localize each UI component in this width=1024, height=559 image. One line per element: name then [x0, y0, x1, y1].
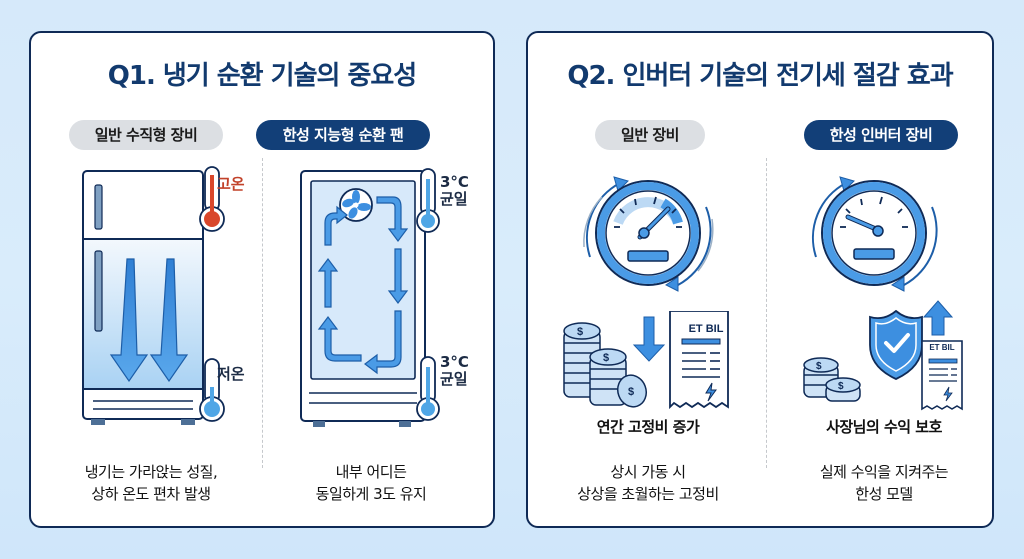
down-arrow-icon: [149, 258, 189, 383]
q2-left-caption: 연간 고정비 증가: [596, 418, 700, 436]
shield-check-icon: [869, 309, 923, 380]
desc-line: 상시 가동 시: [610, 463, 686, 481]
coin-stack-icon: $ $: [803, 357, 861, 402]
column-divider: [766, 158, 767, 468]
cold-thermometer-icon: [199, 358, 225, 422]
svg-text:$: $: [577, 326, 583, 338]
q2-title: Q2. 인버터 기술의 전기세 절감 효과: [567, 61, 953, 91]
q2-left-description: 상시 가동 시 상상을 초월하는 고정비: [538, 461, 758, 505]
top-temp-value: 3°C: [440, 173, 469, 191]
electric-bill-icon: [921, 340, 963, 411]
svg-text:$: $: [838, 381, 844, 392]
pill-hansung-inverter: 한성 인버터 장비: [804, 120, 958, 150]
pill-standard-vertical: 일반 수직형 장비: [69, 120, 223, 150]
q2-card: Q2. 인버터 기술의 전기세 절감 효과 일반 장비 한성 인버터 장비: [526, 31, 994, 528]
q1-card: Q1. 냉기 순환 기술의 중요성 일반 수직형 장비 한성 지능형 순환 팬: [29, 31, 495, 528]
desc-line: 냉기는 가라앉는 성질,: [84, 463, 218, 481]
bill-header-text: ET BIL: [688, 323, 724, 335]
top-temp-label: 3°C 균일: [440, 174, 469, 208]
desc-line: 상하 온도 편차 발생: [91, 485, 211, 503]
down-arrow-icon: [109, 258, 149, 383]
profit-protection-illustration: $ $: [803, 300, 963, 411]
bottom-temp-label: 3°C 균일: [440, 354, 469, 388]
svg-text:$: $: [603, 352, 609, 364]
fan-circulation-fridge-illustration: [300, 168, 440, 427]
desc-line: 상상을 초월하는 고정비: [577, 485, 719, 503]
desc-line: 동일하게 3도 유지: [315, 485, 427, 503]
high-speed-gauge-icon: [583, 176, 714, 292]
svg-text:$: $: [816, 361, 822, 372]
hot-label: 고온: [217, 175, 245, 193]
electric-bill-icon: [669, 311, 729, 410]
pill-standard-equipment: 일반 장비: [595, 120, 705, 150]
bottom-temp-value: 3°C: [440, 353, 469, 371]
desc-line: 내부 어디든: [335, 463, 407, 481]
svg-text:$: $: [628, 386, 634, 398]
bill-header-text: ET BIL: [929, 343, 955, 352]
up-arrow-icon: [922, 300, 954, 336]
cost-increase-illustration: $ $ $: [563, 311, 729, 410]
desc-line: 한성 모델: [855, 485, 913, 503]
bottom-temp-text: 균일: [440, 370, 468, 388]
top-thermometer-icon: [416, 168, 440, 233]
coin-stack-icon: $ $ $: [563, 322, 647, 408]
q1-title: Q1. 냉기 순환 기술의 중요성: [107, 61, 417, 91]
fan-icon: [339, 188, 373, 222]
q2-right-caption: 사장님의 수익 보호: [826, 418, 942, 436]
top-temp-text: 균일: [440, 190, 468, 208]
column-divider: [262, 158, 263, 468]
down-arrow-icon: [632, 316, 666, 362]
q2-right-description: 실제 수익을 지켜주는 한성 모델: [774, 461, 994, 505]
standard-fridge-illustration: [82, 166, 225, 425]
desc-line: 실제 수익을 지켜주는: [819, 463, 949, 481]
q1-right-description: 내부 어디든 동일하게 3도 유지: [271, 461, 471, 505]
pill-hansung-fan: 한성 지능형 순환 팬: [256, 120, 430, 150]
circulation-arrows-icon: [317, 196, 409, 375]
low-speed-gauge-icon: [811, 176, 938, 292]
bottom-thermometer-icon: [416, 356, 440, 421]
q1-left-description: 냉기는 가라앉는 성질, 상하 온도 편차 발생: [51, 461, 251, 505]
hot-thermometer-icon: [199, 166, 225, 232]
cold-label: 저온: [217, 365, 245, 383]
